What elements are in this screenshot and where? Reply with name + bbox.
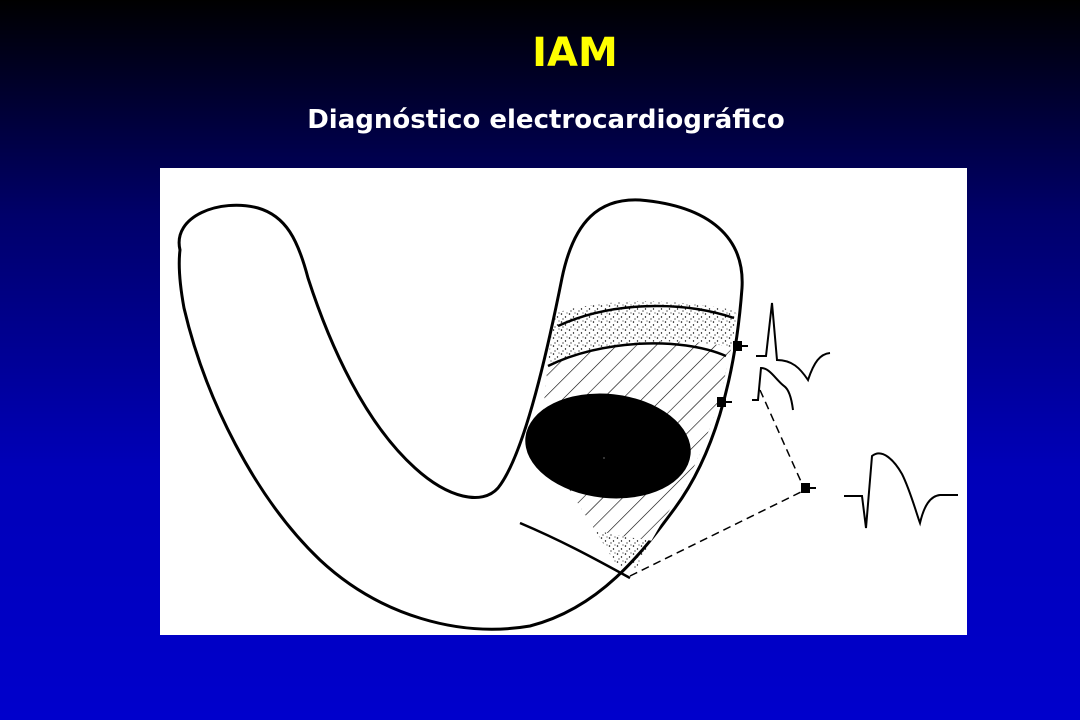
slide-title: IAM — [532, 30, 618, 76]
slide-subtitle: Diagnóstico electrocardiográfico — [307, 105, 785, 135]
ecg-trace-ischemia — [756, 302, 831, 383]
heart-infarct-diagram — [160, 168, 967, 635]
electrode-middle — [717, 397, 732, 407]
necrosis-zone — [525, 393, 691, 499]
ecg-trace-necrosis — [844, 452, 958, 529]
ecg-trace-injury — [752, 366, 794, 411]
ventricle-wall-outline — [177, 198, 744, 631]
electrode-far — [801, 483, 816, 493]
electrode-upper — [733, 341, 748, 351]
